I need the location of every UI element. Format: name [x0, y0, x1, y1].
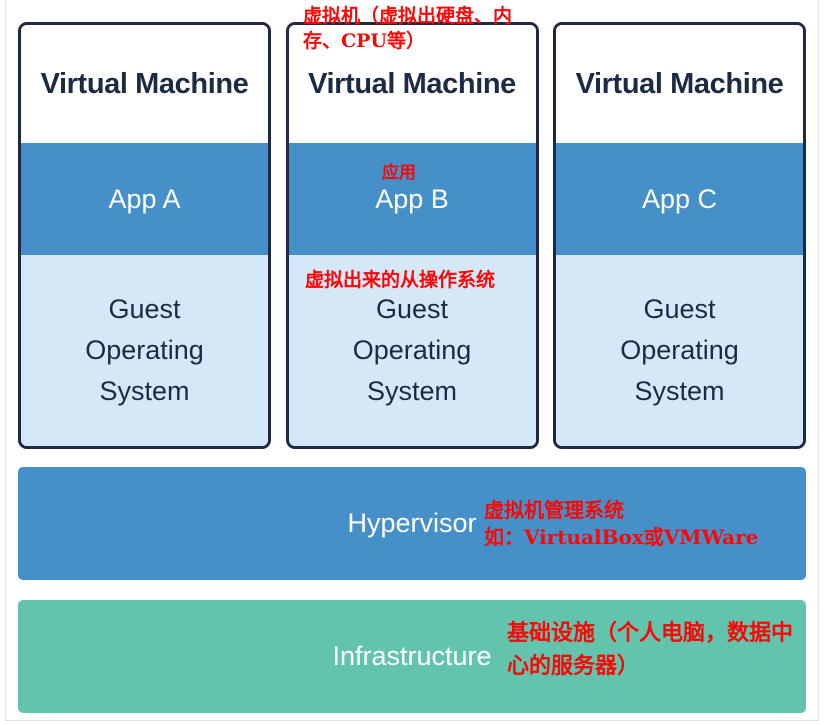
vm-app-band-1: App A — [21, 143, 268, 255]
virtual-machine-row: Virtual Machine App A Guest Operating Sy… — [18, 22, 806, 449]
vm-title-2: Virtual Machine — [288, 25, 536, 143]
vm-app-band-2: App B — [288, 143, 536, 255]
vm-title-1: Virtual Machine — [21, 25, 268, 143]
infrastructure-layer: Infrastructure — [18, 600, 806, 713]
vm-guest-os-1: Guest Operating System — [21, 255, 268, 446]
vm-guest-os-2: Guest Operating System — [288, 255, 536, 446]
virtual-machine-box-3: Virtual Machine App C Guest Operating Sy… — [553, 22, 806, 449]
virtual-machine-box-1: Virtual Machine App A Guest Operating Sy… — [18, 22, 271, 449]
vm-title-3: Virtual Machine — [556, 25, 803, 143]
infrastructure-label: Infrastructure — [332, 641, 492, 671]
vm-app-band-3: App C — [556, 143, 803, 255]
virtual-machine-box-2: Virtual Machine App B Guest Operating Sy… — [285, 22, 539, 449]
hypervisor-layer: Hypervisor — [18, 467, 806, 580]
vm-guest-os-3: Guest Operating System — [556, 255, 803, 446]
hypervisor-label: Hypervisor — [347, 508, 477, 538]
